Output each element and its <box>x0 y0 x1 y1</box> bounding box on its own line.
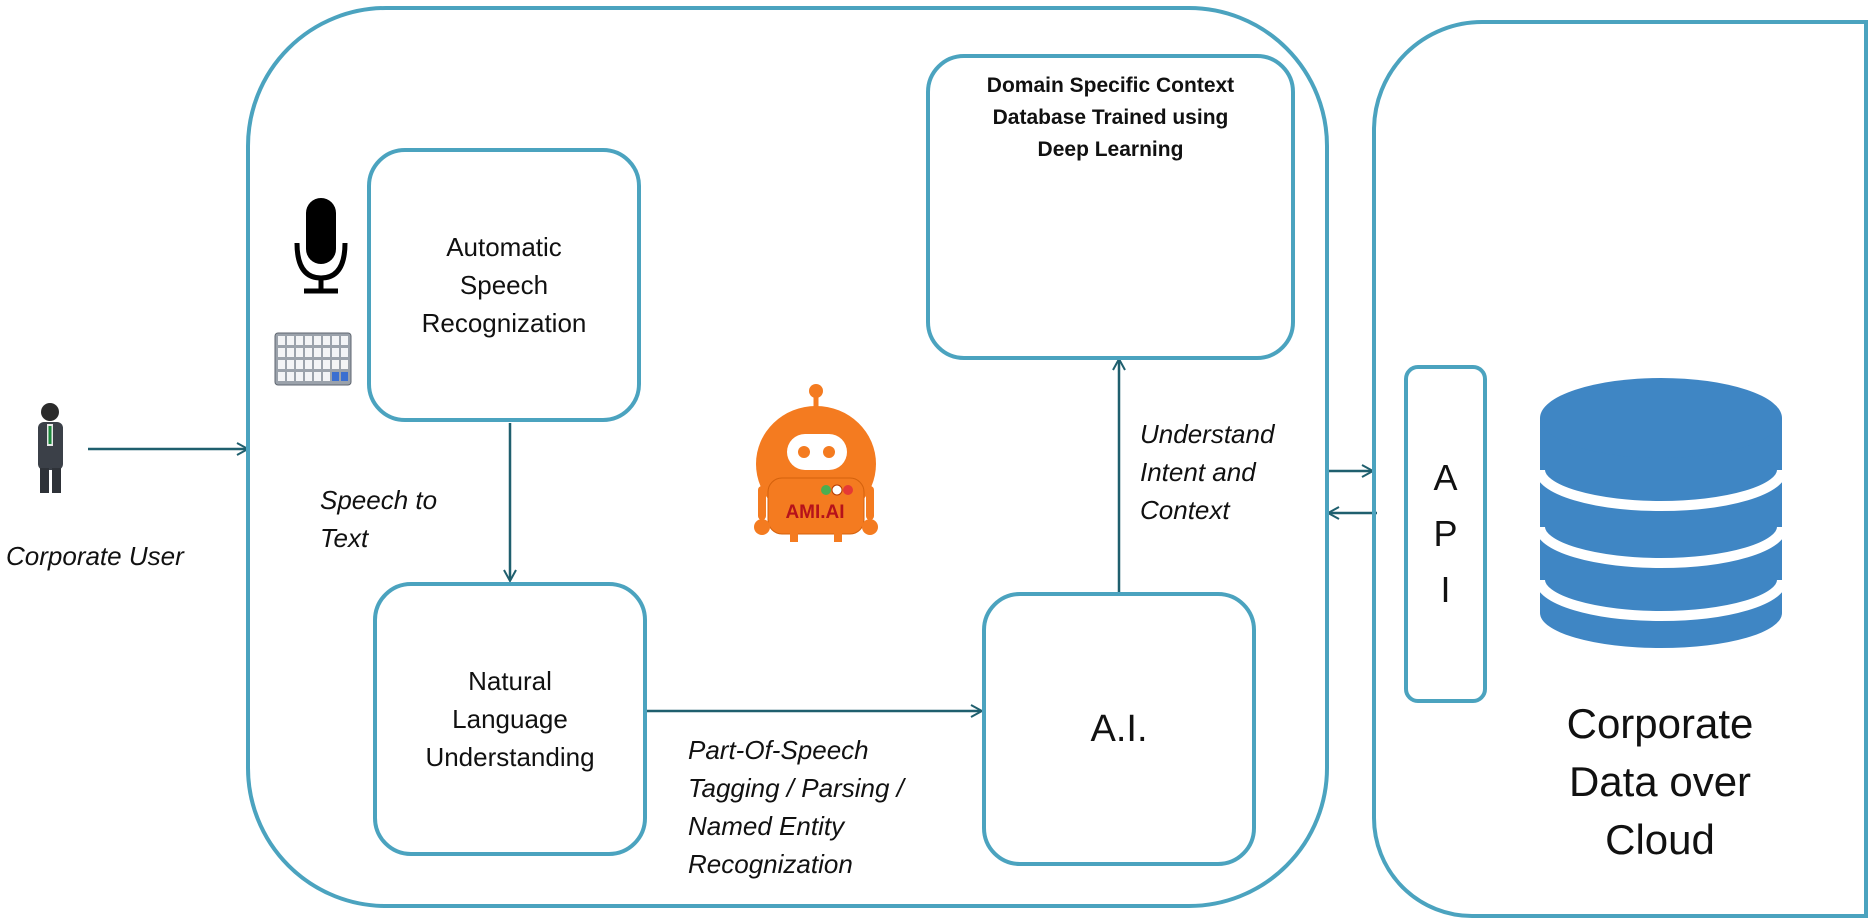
keyboard-key <box>332 360 339 369</box>
person-icon <box>38 403 63 493</box>
keyboard-key <box>305 372 312 381</box>
keyboard-key <box>296 360 303 369</box>
keyboard-key <box>296 336 303 345</box>
nlu-label: Natural Language Understanding <box>425 666 595 772</box>
keyboard-key <box>305 336 312 345</box>
cloud-panel <box>1372 20 1868 918</box>
intent-context-label: Understand Intent and Context <box>1140 419 1275 525</box>
api-letter-a: A <box>1433 457 1458 498</box>
ai-box: A.I. <box>982 592 1256 866</box>
keyboard-key <box>332 348 339 357</box>
corporate-user-label: Corporate User <box>6 541 184 571</box>
keyboard-key <box>314 372 321 381</box>
ai-label: A.I. <box>1090 708 1148 750</box>
pos-tagging-label: Part-Of-Speech Tagging / Parsing / Named… <box>688 735 904 879</box>
keyboard-key <box>296 372 303 381</box>
robot-label: AMI.AI <box>785 502 844 523</box>
keyboard-key <box>305 360 312 369</box>
asr-label: Automatic Speech Recognization <box>421 232 587 338</box>
keyboard-key <box>323 360 330 369</box>
keyboard-key <box>287 372 294 381</box>
cloud-title: Corporate Data over Cloud <box>1566 700 1754 863</box>
keyboard-key <box>314 336 321 345</box>
keyboard-key <box>314 348 321 357</box>
keyboard-key <box>278 348 285 357</box>
keyboard-key <box>332 336 339 345</box>
keyboard-key <box>287 348 294 357</box>
keyboard-icon <box>274 332 352 386</box>
keyboard-key <box>305 348 312 357</box>
cloud-database-icon <box>1535 378 1787 648</box>
keyboard-key <box>341 348 348 357</box>
keyboard-key <box>323 348 330 357</box>
microphone-icon <box>294 198 348 294</box>
keyboard-key <box>314 360 321 369</box>
keyboard-key <box>323 336 330 345</box>
api-letter-p: P <box>1433 513 1458 554</box>
system-panel <box>246 6 1329 908</box>
keyboard-key <box>278 360 285 369</box>
keyboard-key <box>287 336 294 345</box>
keyboard-key <box>278 372 285 381</box>
keyboard-key <box>341 372 348 381</box>
api-letter-i: I <box>1440 569 1451 610</box>
keyboard-key <box>341 360 348 369</box>
keyboard-key <box>278 336 285 345</box>
api-box: A P I <box>1404 365 1487 703</box>
context-database-box: Domain Specific Context Database Trained… <box>926 54 1295 360</box>
robot-icon: AMI.AI <box>754 384 878 542</box>
keyboard-key <box>332 372 339 381</box>
keyboard-key <box>323 372 330 381</box>
database-title: Domain Specific Context Database Trained… <box>986 74 1235 161</box>
speech-to-text-label: Speech to Text <box>320 485 438 553</box>
keyboard-key <box>287 360 294 369</box>
asr-box: Automatic Speech Recognization <box>367 148 641 422</box>
nlu-box: Natural Language Understanding <box>373 582 647 856</box>
keyboard-key <box>341 336 348 345</box>
keyboard-key <box>296 348 303 357</box>
